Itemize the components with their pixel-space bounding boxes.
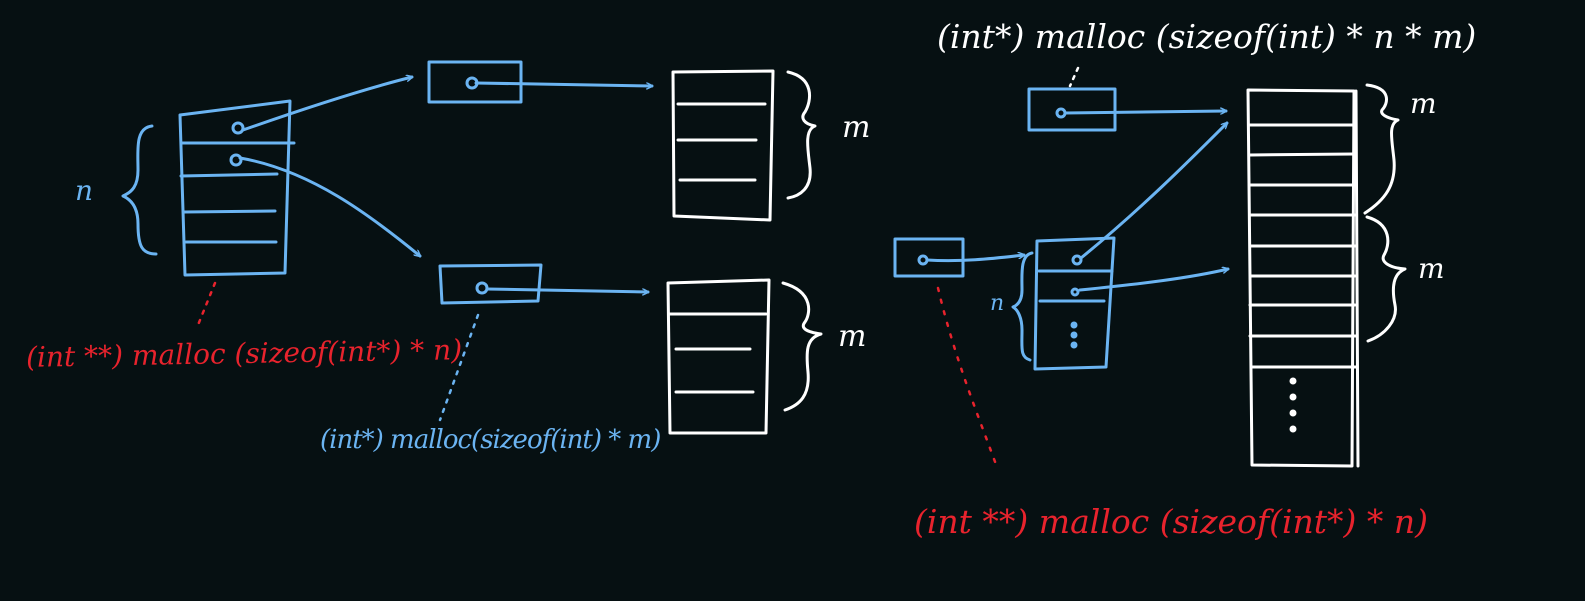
- left-data-array-top: [671, 69, 775, 222]
- left-outer-alloc-label: (int **) malloc (sizeof(int*) * n): [25, 333, 463, 374]
- right-m-brace-top: [1363, 83, 1400, 215]
- right-arrows: [925, 111, 1229, 292]
- right-m-label-top: m: [1410, 87, 1437, 120]
- left-arrow-to-row1: [238, 156, 420, 258]
- left-inner-alloc-label: (int*) malloc(sizeof(int) * m): [320, 425, 661, 455]
- right-outer-alloc-label: (int **) malloc (sizeof(int*) * n): [914, 502, 1428, 541]
- left-arrow-row0-data: [474, 81, 654, 86]
- right-arrow-data-ptr: [1063, 111, 1228, 113]
- right-m-brace-bottom: [1365, 215, 1407, 343]
- right-m-label-bottom: m: [1418, 252, 1445, 285]
- left-data-array-bottom: [666, 278, 771, 435]
- left-outer-pointer-array: [178, 99, 296, 277]
- right-red-dotted-leader: [936, 286, 1000, 472]
- left-arrow-to-row0: [241, 77, 412, 132]
- left-m-label-top: m: [842, 110, 871, 145]
- left-m-brace-bottom: [781, 281, 823, 412]
- left-m-label-bottom: m: [838, 319, 867, 354]
- left-arrows: [238, 77, 654, 292]
- left-blue-dotted-leader: [438, 313, 480, 422]
- left-m-brace-top: [786, 70, 817, 200]
- right-arrow-row1: [1078, 269, 1228, 292]
- left-row-pointer-bottom: [438, 263, 543, 305]
- right-row-pointer-array: [1033, 236, 1116, 371]
- right-n-brace: [1011, 251, 1034, 362]
- left-n-label: n: [75, 174, 94, 207]
- right-white-dotted-leader: [1068, 66, 1080, 88]
- right-data-alloc-label: (int*) malloc (sizeof(int) * n * m): [937, 17, 1477, 56]
- right-arrow-to-rows: [925, 255, 1026, 263]
- left-n-brace: [121, 124, 158, 256]
- left-red-dotted-leader: [196, 281, 217, 327]
- left-arrow-row1-data: [485, 287, 650, 292]
- right-data-pointer-var: [1027, 87, 1117, 132]
- right-outer-pointer-var: [893, 237, 965, 278]
- right-contiguous-data-array: [1246, 88, 1360, 468]
- right-n-label: n: [990, 291, 1005, 316]
- right-arrow-row0: [1079, 121, 1229, 260]
